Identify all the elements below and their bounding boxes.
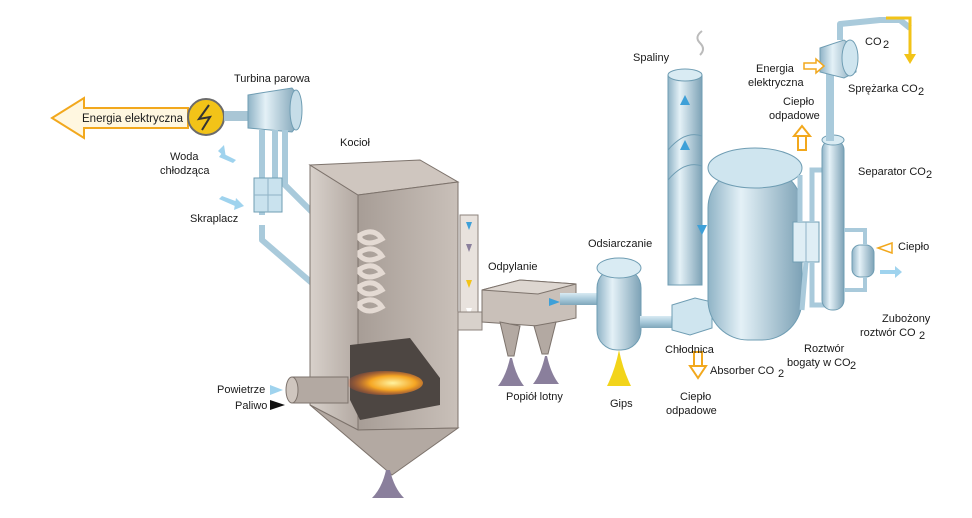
heat-label: Ciepło: [898, 241, 929, 253]
co2-output-sub: 2: [883, 39, 889, 51]
cooler: Chłodnica Ciepło odpadowe: [665, 297, 717, 417]
fly-ash-label: Popiół lotny: [506, 391, 563, 403]
lean-solution-sub: 2: [919, 330, 925, 342]
boiler-ash-icon: [372, 470, 404, 498]
absorber: Absorber CO 2: [707, 147, 803, 380]
energy-left-label: Energia elektryczna: [82, 113, 184, 125]
air-label: Powietrze: [217, 384, 265, 396]
compressor-label: Sprężarka CO: [848, 83, 918, 95]
steam-turbine: Turbina parowa: [224, 73, 311, 133]
boiler-label: Kocioł: [340, 137, 371, 149]
energy-right-label-2: elektryczna: [748, 77, 805, 89]
desulphurization-unit: Odsiarczanie Gips: [588, 238, 652, 410]
waste-heat-low-label-1: Ciepło: [680, 391, 711, 403]
co2-output-label: CO: [865, 36, 882, 48]
absorber-sub: 2: [778, 368, 784, 380]
lean-solution-label-1: Zubożony: [882, 313, 931, 325]
cooling-water-arrows: [218, 145, 244, 210]
co2-compressor: CO 2 Sprężarka CO 2 Energia elektryczna: [748, 16, 924, 98]
waste-heat-top-label-1: Ciepło: [783, 96, 814, 108]
fuel-label: Paliwo: [235, 400, 267, 412]
waste-heat-top-label-2: odpadowe: [769, 110, 820, 122]
rich-solution-sub: 2: [850, 360, 856, 372]
flue-duct: [457, 214, 483, 331]
turbine-label: Turbina parowa: [234, 73, 311, 85]
pipe-to-desulphurization: [560, 293, 602, 305]
desulphurization-label: Odsiarczanie: [588, 238, 652, 250]
energy-output-arrow: Energia elektryczna: [50, 96, 189, 140]
flue-gas-label: Spaliny: [633, 52, 670, 64]
boiler: Kocioł: [308, 137, 460, 476]
generator-icon: [187, 98, 225, 136]
dust-filter: Odpylanie Popiół lotny: [481, 261, 577, 403]
energy-right-label-1: Energia: [756, 63, 795, 75]
reboiler: Ciepło: [844, 228, 929, 292]
absorber-label: Absorber CO: [710, 365, 775, 377]
separator-label: Separator CO: [858, 166, 926, 178]
dust-filter-label: Odpylanie: [488, 261, 538, 273]
heat-exchanger: [792, 221, 820, 263]
lean-solution-label-2: roztwór CO: [860, 327, 916, 339]
cooling-water-label-2: chłodząca: [160, 165, 210, 177]
cooling-water-label-1: Woda: [170, 151, 199, 163]
condenser: Skraplacz: [190, 177, 283, 225]
waste-heat-low-label-2: odpadowe: [666, 405, 717, 417]
rich-solution-label-2: bogaty w CO: [787, 357, 851, 369]
separator: Separator CO 2: [821, 55, 932, 311]
separator-sub: 2: [926, 169, 932, 181]
rich-solution-label-1: Roztwór: [804, 343, 845, 355]
pipe-to-cooler: [640, 316, 680, 328]
solvent-pipes: [797, 167, 826, 311]
cooler-label: Chłodnica: [665, 344, 715, 356]
waste-heat-top-arrow: [791, 124, 813, 151]
compressor-sub: 2: [918, 86, 924, 98]
condenser-label: Skraplacz: [190, 213, 238, 225]
burner: [270, 376, 349, 410]
stack: Spaliny: [633, 30, 707, 286]
gypsum-label: Gips: [610, 398, 633, 410]
